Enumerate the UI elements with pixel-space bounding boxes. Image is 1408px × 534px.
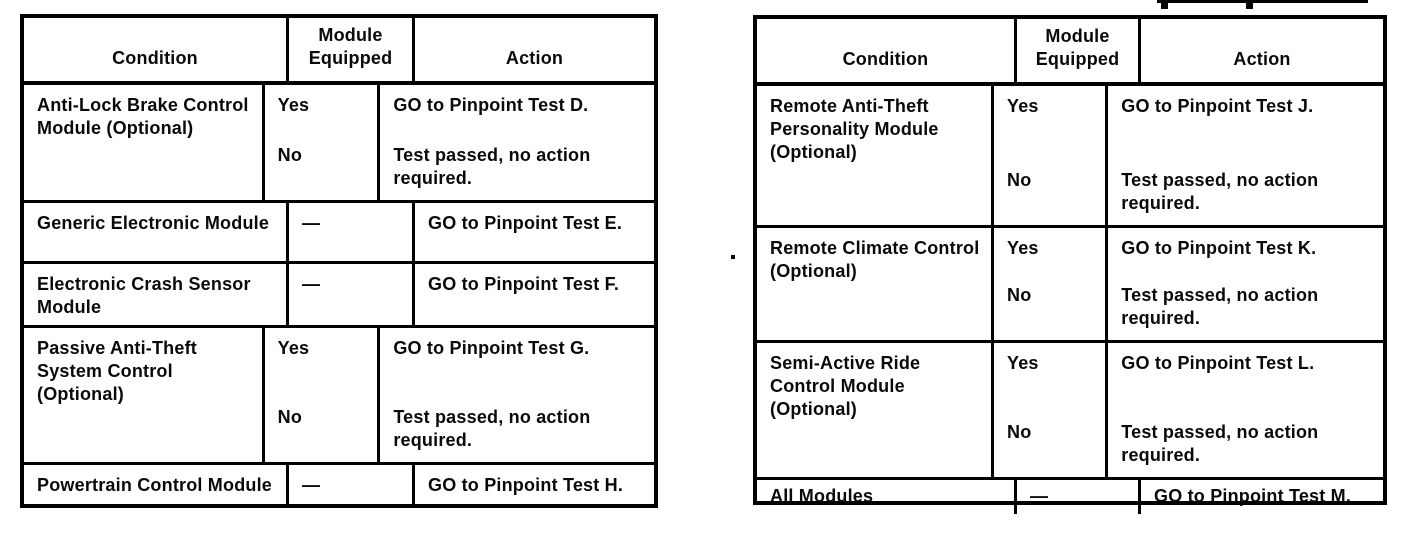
condition-cell: Electronic Crash Sensor Module bbox=[37, 274, 251, 317]
stray-dot-artifact bbox=[731, 255, 735, 259]
module-equipped-cell: Yes No bbox=[991, 86, 1105, 225]
action-cell: GO to Pinpoint Test E. bbox=[412, 203, 654, 261]
action-cell: GO to Pinpoint Test D. Test passed, no a… bbox=[377, 85, 654, 200]
header-module-equipped: Module Equipped bbox=[286, 18, 412, 81]
row-powertrain-control-module: Powertrain Control Module — GO to Pinpoi… bbox=[24, 462, 654, 504]
module-equipped-cell: Yes No bbox=[991, 343, 1105, 477]
equipped-no: No bbox=[1007, 170, 1032, 190]
action-yes: GO to Pinpoint Test G. bbox=[393, 338, 590, 358]
action-yes: GO to Pinpoint Test D. bbox=[393, 95, 589, 115]
action-cell: GO to Pinpoint Test F. bbox=[412, 264, 654, 325]
condition-cell: Anti-Lock Brake Control Module (Optional… bbox=[37, 95, 249, 138]
cropped-tick-artifact bbox=[1246, 0, 1253, 9]
cropped-content-line-artifact bbox=[1157, 0, 1368, 3]
action-cell: GO to Pinpoint Test M. bbox=[1138, 480, 1383, 514]
row-passive-anti-theft-system-control: Passive Anti-Theft System Control (Optio… bbox=[24, 325, 654, 462]
row-all-modules: All Modules — GO to Pinpoint Test M. bbox=[757, 477, 1383, 514]
equipped-no: No bbox=[277, 407, 303, 427]
condition-cell: All Modules bbox=[770, 486, 874, 506]
equipped-no: No bbox=[1007, 285, 1032, 305]
action-no: Test passed, no action required. bbox=[1121, 422, 1319, 465]
action-cell: GO to Pinpoint Test L. Test passed, no a… bbox=[1105, 343, 1383, 477]
module-equipped-cell: — bbox=[286, 465, 412, 504]
module-equipped-cell: Yes No bbox=[991, 228, 1105, 340]
table-header-row: Condition Module Equipped Action bbox=[24, 18, 654, 85]
action-cell: GO to Pinpoint Test J. Test passed, no a… bbox=[1105, 86, 1383, 225]
action-no: Test passed, no action required. bbox=[393, 145, 591, 188]
module-equipped-cell: Yes No bbox=[261, 85, 378, 200]
row-anti-lock-brake-control-module: Anti-Lock Brake Control Module (Optional… bbox=[24, 85, 654, 200]
row-remote-climate-control: Remote Climate Control (Optional) Yes No… bbox=[757, 225, 1383, 340]
action-cell: GO to Pinpoint Test H. bbox=[412, 465, 654, 504]
header-action: Action bbox=[1138, 19, 1383, 82]
action-yes: GO to Pinpoint Test L. bbox=[1121, 353, 1315, 373]
condition-cell: Generic Electronic Module bbox=[37, 213, 270, 233]
action-yes: GO to Pinpoint Test K. bbox=[1121, 238, 1317, 258]
module-equipped-cell: Yes No bbox=[261, 328, 378, 462]
row-generic-electronic-module: Generic Electronic Module — GO to Pinpoi… bbox=[24, 200, 654, 261]
equipped-no: No bbox=[1007, 422, 1032, 442]
action-cell: GO to Pinpoint Test K. Test passed, no a… bbox=[1105, 228, 1383, 340]
action-no: Test passed, no action required. bbox=[1121, 170, 1319, 213]
equipped-yes: Yes bbox=[1007, 238, 1039, 258]
row-electronic-crash-sensor-module: Electronic Crash Sensor Module — GO to P… bbox=[24, 261, 654, 325]
action-cell: GO to Pinpoint Test G. Test passed, no a… bbox=[377, 328, 654, 462]
equipped-yes: Yes bbox=[1007, 353, 1039, 373]
condition-cell: Semi-Active Ride Control Module (Optiona… bbox=[770, 353, 921, 419]
module-equipped-cell: — bbox=[1014, 480, 1138, 514]
action-yes: GO to Pinpoint Test J. bbox=[1121, 96, 1314, 116]
diagnostic-table-left: Condition Module Equipped Action Anti-Lo… bbox=[20, 14, 658, 508]
action-no: Test passed, no action required. bbox=[393, 407, 591, 450]
diagnostic-table-right: Condition Module Equipped Action Remote … bbox=[753, 15, 1387, 514]
header-condition: Condition bbox=[112, 48, 198, 68]
equipped-yes: Yes bbox=[277, 338, 310, 358]
header-action: Action bbox=[412, 18, 654, 81]
row-semi-active-ride-control-module: Semi-Active Ride Control Module (Optiona… bbox=[757, 340, 1383, 477]
module-equipped-cell: — bbox=[286, 203, 412, 261]
condition-cell: Remote Anti-Theft Personality Module (Op… bbox=[770, 96, 939, 162]
row-remote-anti-theft-personality-module: Remote Anti-Theft Personality Module (Op… bbox=[757, 86, 1383, 225]
condition-cell: Powertrain Control Module bbox=[37, 475, 273, 495]
equipped-yes: Yes bbox=[277, 95, 310, 115]
condition-cell: Passive Anti-Theft System Control (Optio… bbox=[37, 338, 197, 404]
equipped-yes: Yes bbox=[1007, 96, 1039, 116]
condition-cell: Remote Climate Control (Optional) bbox=[770, 238, 980, 281]
action-no: Test passed, no action required. bbox=[1121, 285, 1319, 328]
module-equipped-cell: — bbox=[286, 264, 412, 325]
cropped-tick-artifact bbox=[1161, 0, 1168, 9]
header-condition: Condition bbox=[842, 49, 929, 69]
table-header-row: Condition Module Equipped Action bbox=[757, 19, 1383, 86]
header-module-equipped: Module Equipped bbox=[1014, 19, 1138, 82]
equipped-no: No bbox=[277, 145, 303, 165]
